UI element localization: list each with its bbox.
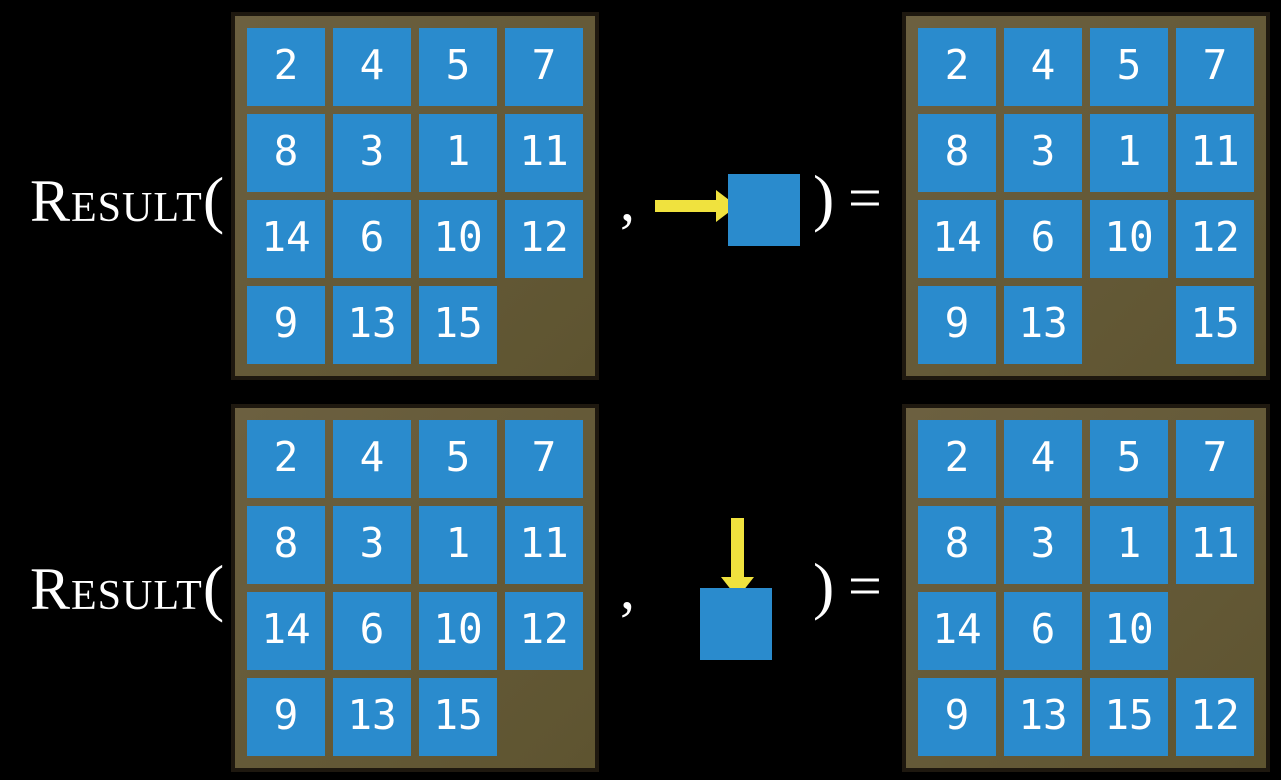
tile-8: 8 xyxy=(247,506,325,584)
tile-4: 4 xyxy=(1004,420,1082,498)
tile-1: 1 xyxy=(419,114,497,192)
tile-5: 5 xyxy=(1090,420,1168,498)
empty-cell xyxy=(1176,592,1254,670)
moved-tile-square-row1 xyxy=(728,174,800,246)
tile-9: 9 xyxy=(918,286,996,364)
tile-12: 12 xyxy=(1176,678,1254,756)
tile-2: 2 xyxy=(918,420,996,498)
result-function-name: Result xyxy=(30,556,203,622)
move-right-arrow-icon xyxy=(655,190,737,222)
tile-2: 2 xyxy=(918,28,996,106)
empty-cell xyxy=(505,678,583,756)
tile-4: 4 xyxy=(1004,28,1082,106)
tile-10: 10 xyxy=(1090,592,1168,670)
tile-12: 12 xyxy=(505,200,583,278)
tile-10: 10 xyxy=(419,592,497,670)
tile-3: 3 xyxy=(333,114,411,192)
tile-13: 13 xyxy=(1004,678,1082,756)
tile-2: 2 xyxy=(247,28,325,106)
tile-9: 9 xyxy=(918,678,996,756)
tile-8: 8 xyxy=(918,506,996,584)
equals-sign-row2: = xyxy=(848,553,882,619)
tile-1: 1 xyxy=(419,506,497,584)
tile-15: 15 xyxy=(419,678,497,756)
tile-15: 15 xyxy=(419,286,497,364)
tile-11: 11 xyxy=(1176,114,1254,192)
tile-3: 3 xyxy=(333,506,411,584)
tile-7: 7 xyxy=(505,420,583,498)
tile-13: 13 xyxy=(333,678,411,756)
tile-13: 13 xyxy=(1004,286,1082,364)
empty-cell xyxy=(505,286,583,364)
result-label-row1: Result( xyxy=(30,168,224,232)
tile-5: 5 xyxy=(419,28,497,106)
tile-3: 3 xyxy=(1004,506,1082,584)
tile-11: 11 xyxy=(1176,506,1254,584)
tile-6: 6 xyxy=(333,592,411,670)
tile-15: 15 xyxy=(1176,286,1254,364)
empty-cell xyxy=(1090,286,1168,364)
tile-5: 5 xyxy=(419,420,497,498)
move-down-arrow-icon xyxy=(721,518,754,598)
open-paren: ( xyxy=(202,164,225,235)
moved-tile-square-row2 xyxy=(700,588,772,660)
result-label-row2: Result( xyxy=(30,556,224,620)
tile-12: 12 xyxy=(505,592,583,670)
tile-9: 9 xyxy=(247,286,325,364)
comma-separator-row2: , xyxy=(620,555,635,621)
open-paren: ( xyxy=(202,552,225,623)
tile-10: 10 xyxy=(419,200,497,278)
tile-6: 6 xyxy=(1004,200,1082,278)
tile-1: 1 xyxy=(1090,506,1168,584)
close-paren-row2: ) xyxy=(813,550,835,621)
tile-6: 6 xyxy=(1004,592,1082,670)
tile-15: 15 xyxy=(1090,678,1168,756)
tile-11: 11 xyxy=(505,506,583,584)
tile-14: 14 xyxy=(918,200,996,278)
tile-8: 8 xyxy=(918,114,996,192)
tile-6: 6 xyxy=(333,200,411,278)
tile-3: 3 xyxy=(1004,114,1082,192)
tile-5: 5 xyxy=(1090,28,1168,106)
tile-1: 1 xyxy=(1090,114,1168,192)
tile-9: 9 xyxy=(247,678,325,756)
tile-4: 4 xyxy=(333,420,411,498)
comma-separator-row1: , xyxy=(620,167,635,233)
tile-10: 10 xyxy=(1090,200,1168,278)
close-paren-row1: ) xyxy=(813,162,835,233)
tile-14: 14 xyxy=(247,592,325,670)
tile-12: 12 xyxy=(1176,200,1254,278)
tile-7: 7 xyxy=(1176,28,1254,106)
tile-14: 14 xyxy=(918,592,996,670)
equals-sign-row1: = xyxy=(848,165,882,231)
tile-13: 13 xyxy=(333,286,411,364)
tile-14: 14 xyxy=(247,200,325,278)
result-function-name: Result xyxy=(30,168,203,234)
tile-8: 8 xyxy=(247,114,325,192)
tile-2: 2 xyxy=(247,420,325,498)
tile-7: 7 xyxy=(1176,420,1254,498)
tile-7: 7 xyxy=(505,28,583,106)
tile-4: 4 xyxy=(333,28,411,106)
tile-11: 11 xyxy=(505,114,583,192)
